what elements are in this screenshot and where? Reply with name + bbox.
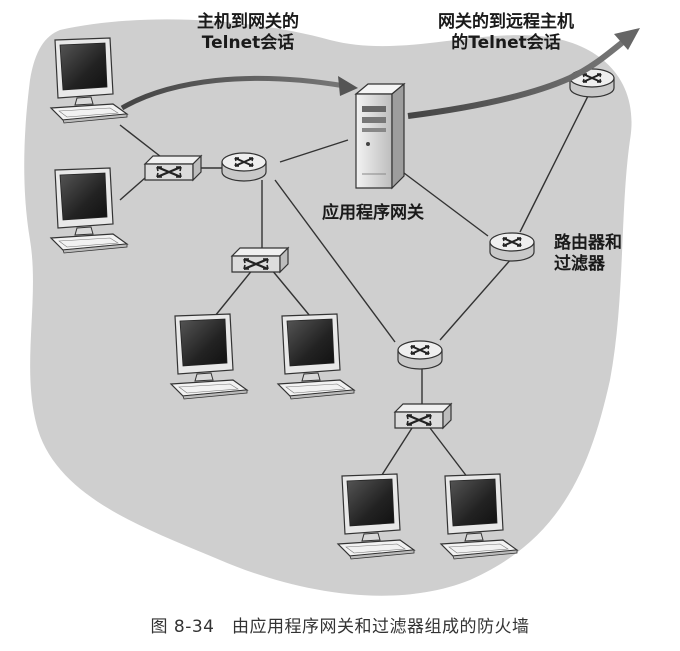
router-filter-label-line2: 过滤器 [554,254,605,274]
telnet-host-label: 主机到网关的 Telnet会话 [178,12,318,54]
switch-icon [143,154,203,182]
server-icon [354,82,406,190]
router-icon [221,152,267,182]
telnet-host-label-line1: 主机到网关的 [197,12,299,32]
router-filter-label: 路由器和 过滤器 [554,233,622,275]
telnet-remote-label-line1: 网关的到远程主机 [438,12,574,32]
telnet-host-label-line2: Telnet会话 [201,33,295,53]
router-filter-label-line1: 路由器和 [554,233,622,253]
telnet-remote-label: 网关的到远程主机 的Telnet会话 [416,12,596,54]
telnet-arrow-host-to-gateway [120,75,358,111]
telnet-arrow-gateway-to-remote [407,28,640,119]
firewall-diagram [24,19,640,596]
gateway-label: 应用程序网关 [322,203,424,223]
telnet-remote-label-line2: 的Telnet会话 [451,33,561,53]
switch-icon [230,246,290,274]
router-icon [489,232,535,262]
router-icon [397,340,443,370]
network-links [119,91,591,479]
switch-icon [393,402,453,430]
figure-caption: 图 8-34 由应用程序网关和过滤器组成的防火墙 [150,617,530,637]
